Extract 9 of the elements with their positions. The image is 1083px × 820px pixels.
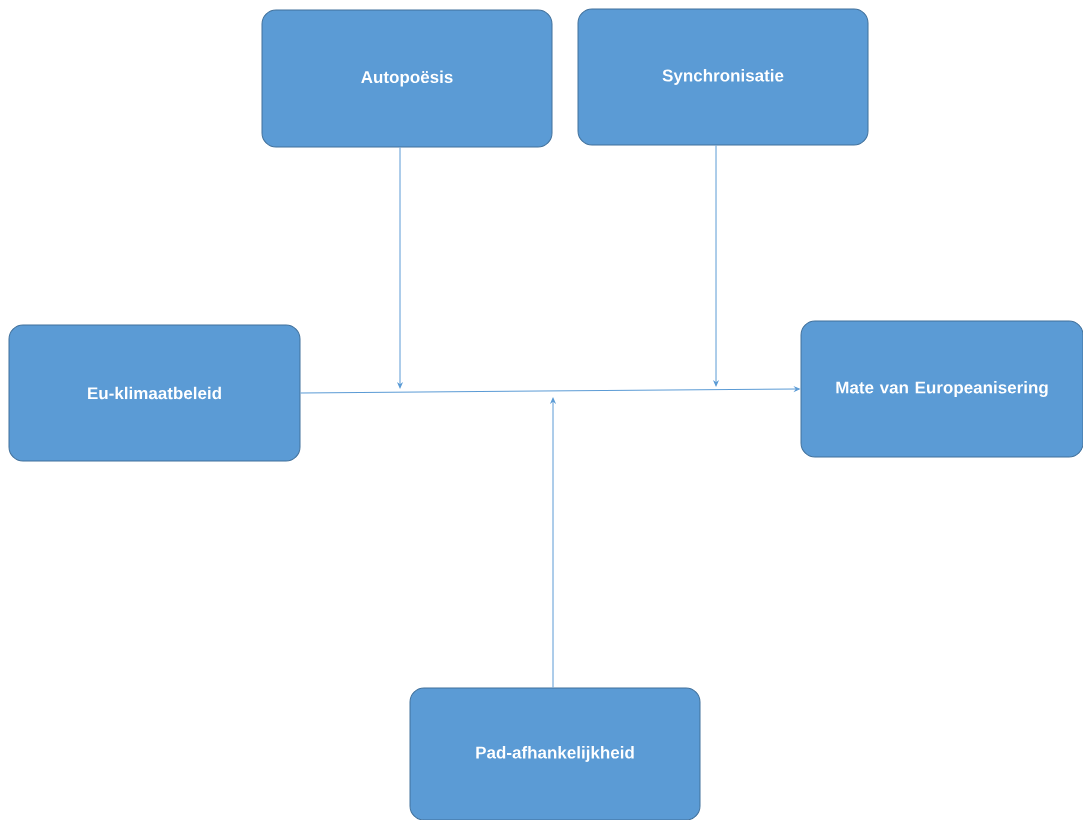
process-box: Pad-afhankelijkheid	[409, 687, 701, 820]
arrow	[550, 397, 556, 688]
arrow	[300, 386, 800, 394]
process-box: Autopoësis	[261, 9, 553, 148]
process-box: Synchronisatie	[577, 8, 869, 146]
process-box: Eu-klimaatbeleid	[8, 324, 301, 462]
arrow	[397, 147, 403, 389]
arrow	[713, 145, 719, 387]
process-box: Mate van Europeanisering	[800, 320, 1083, 458]
